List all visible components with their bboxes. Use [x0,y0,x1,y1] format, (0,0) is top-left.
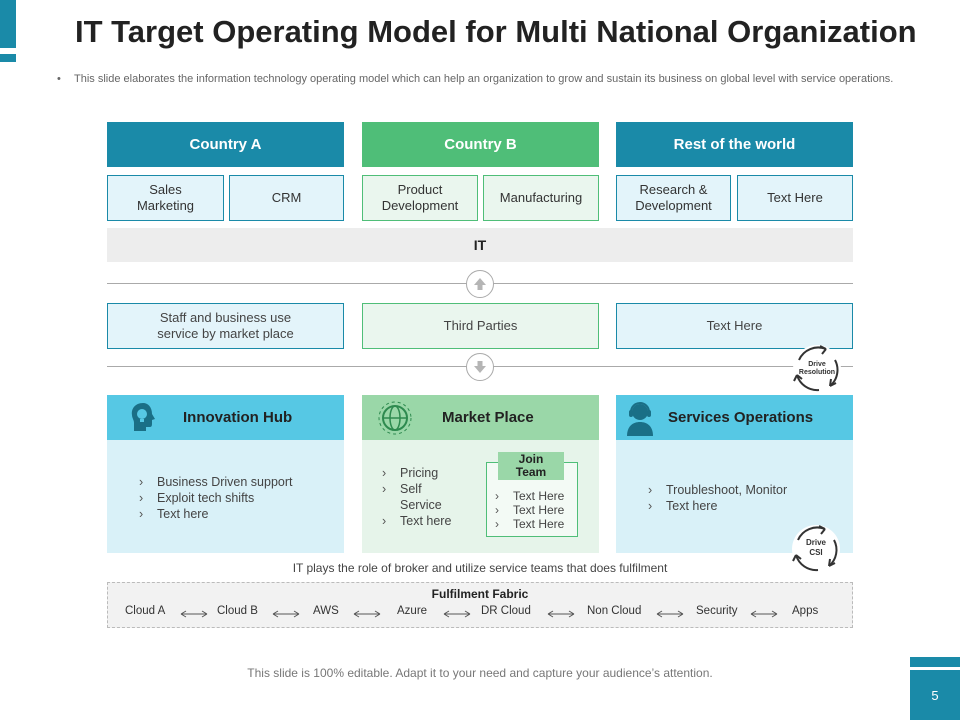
mid-box-text-here: Text Here [616,303,853,349]
region-sub-sales-marketing: Sales Marketing [107,175,224,221]
region-sub-product-development: Product Development [362,175,478,221]
fulfilment-fabric-title: Fulfilment Fabric [431,587,529,601]
region-header-country-b: Country B [362,122,599,167]
double-arrow-icon [656,610,684,618]
section-header-services-operations: Services Operations [616,395,853,440]
double-arrow-icon [750,610,778,618]
double-arrow-icon [353,610,381,618]
cycle-arrows-icon [792,525,840,573]
region-header-country-a: Country A [107,122,344,167]
list-item: Text Here [495,517,575,531]
region-sub-text-here: Text Here [737,175,853,221]
bullet-icon: • [57,73,61,85]
region-sub-manufacturing: Manufacturing [483,175,599,221]
drive-resolution-label: Drive Resolution [798,361,836,376]
footer-note: This slide is 100% editable. Adapt it to… [247,666,713,680]
fabric-item-cloud-b: Cloud B [217,605,258,617]
fabric-item-cloud-a: Cloud A [125,605,166,617]
list-item: Text Here [495,489,575,503]
list-item: Self Service [382,481,482,513]
section-title-market-place: Market Place [442,409,534,426]
fabric-item-apps: Apps [792,605,819,617]
join-team-list: Text Here Text Here Text Here [495,489,575,531]
lightbulb-head-icon [127,401,159,433]
list-item: Text here [382,513,482,529]
double-arrow-icon [547,610,575,618]
double-arrow-icon [272,610,300,618]
market-place-list: Pricing Self Service Text here [382,465,482,529]
section-body-market-place: Pricing Self Service Text here Text Here… [362,440,599,553]
innovation-hub-list: Business Driven support Exploit tech shi… [139,474,339,522]
double-arrow-icon [443,610,471,618]
fulfilment-fabric-panel [107,582,853,628]
region-header-rest-of-world: Rest of the world [616,122,853,167]
join-team-header: Join Team [498,452,564,480]
fabric-item-aws: AWS [313,605,339,617]
drive-csi-cycle: Drive CSI [788,521,844,577]
headset-agent-icon [624,400,656,436]
down-arrow-icon [466,353,494,381]
page-number: 5 [910,670,960,720]
fabric-item-dr-cloud: DR Cloud [481,605,531,617]
it-band: IT [107,228,853,262]
mid-box-staff-business: Staff and business use service by market… [107,303,344,349]
page-number-accent [910,657,960,667]
section-header-market-place: Market Place [362,395,599,440]
section-header-innovation-hub: Innovation Hub [107,395,344,440]
section-title-innovation-hub: Innovation Hub [183,409,293,426]
fabric-item-azure: Azure [397,605,428,617]
double-arrow-icon [180,610,208,618]
list-item: Text here [139,506,339,522]
cycle-arrows-icon [793,345,841,393]
page-title: IT Target Operating Model for Multi Nati… [75,14,917,49]
list-item: Pricing [382,465,482,481]
corner-accent-strip [0,54,16,62]
corner-accent-bar [0,0,16,48]
drive-csi-label: Drive CSI [805,538,826,557]
list-item: Business Driven support [139,474,339,490]
fabric-connectors [180,610,778,618]
mid-box-third-parties: Third Parties [362,303,599,349]
broker-note: IT plays the role of broker and utilize … [292,561,668,575]
list-item: Text Here [495,503,575,517]
services-operations-list: Troubleshoot, Monitor Text here [648,482,848,514]
section-title-services-operations: Services Operations [668,409,814,426]
up-arrow-icon [466,270,494,298]
fabric-item-security: Security [696,605,738,617]
list-item: Text here [648,498,848,514]
section-body-innovation-hub: Business Driven support Exploit tech shi… [107,440,344,553]
globe-icon [378,401,412,435]
list-item: Troubleshoot, Monitor [648,482,848,498]
drive-resolution-cycle: Drive Resolution [789,341,845,397]
page-subtitle: This slide elaborates the information te… [74,73,894,85]
region-sub-research-development: Research & Development [616,175,731,221]
fabric-item-non-cloud: Non Cloud [587,605,642,617]
region-sub-crm: CRM [229,175,344,221]
list-item: Exploit tech shifts [139,490,339,506]
